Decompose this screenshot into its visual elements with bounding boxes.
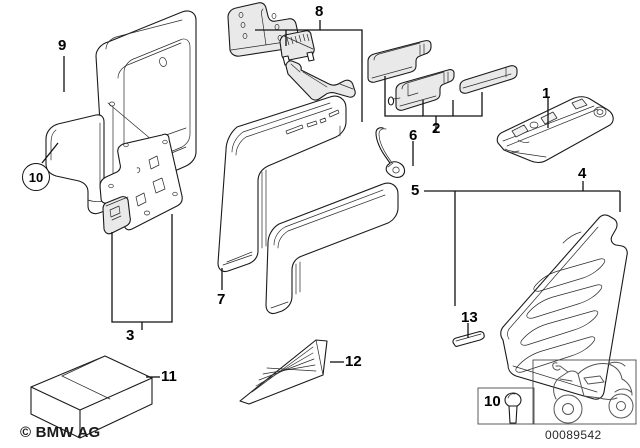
part-11-carton-box bbox=[30, 355, 153, 439]
callout-label-6: 6 bbox=[409, 127, 418, 144]
callout-label-3: 3 bbox=[126, 327, 135, 344]
callout-label-13: 13 bbox=[461, 309, 478, 326]
leader-lines bbox=[41, 20, 621, 378]
part-7-lower-frame bbox=[265, 182, 399, 315]
callout-label-4: 4 bbox=[578, 165, 587, 182]
callout-label-10-circled: 10 bbox=[22, 163, 50, 191]
callout-label-7: 7 bbox=[217, 291, 226, 308]
part-2-bracket-strip bbox=[459, 65, 518, 94]
callout-label-12: 12 bbox=[345, 353, 362, 370]
callout-label-9: 9 bbox=[58, 37, 67, 54]
part-12-louvered-insert bbox=[239, 339, 328, 405]
part-2-bracket-channel bbox=[395, 69, 455, 111]
callout-label-10-legend: 10 bbox=[484, 393, 501, 410]
callout-label-2: 2 bbox=[432, 120, 441, 137]
callout-label-11: 11 bbox=[161, 368, 177, 385]
part-8-release-lever bbox=[285, 60, 356, 101]
part-3-mounting-plate bbox=[99, 133, 183, 235]
part-4-louvered-trim-panel bbox=[500, 214, 628, 400]
part-2-bracket-flat bbox=[367, 40, 432, 83]
part-6-cable-clip bbox=[375, 127, 406, 178]
diagram-id: 00089542 bbox=[545, 428, 602, 442]
callout-label-1: 1 bbox=[542, 85, 551, 102]
fastener-screw-icon bbox=[504, 392, 522, 424]
motorcycle-silhouette-icon bbox=[552, 361, 634, 424]
callout-label-8: 8 bbox=[315, 3, 324, 20]
part-8-handle-cap bbox=[279, 30, 315, 66]
part-7-window-frame bbox=[217, 95, 347, 273]
legend-and-vehicle-boxes bbox=[477, 359, 637, 425]
callout-label-5: 5 bbox=[411, 182, 420, 199]
copyright-notice: © BMW AG bbox=[20, 424, 101, 441]
part-2-washer bbox=[387, 96, 401, 106]
part-1-taillight-strip bbox=[496, 96, 614, 163]
